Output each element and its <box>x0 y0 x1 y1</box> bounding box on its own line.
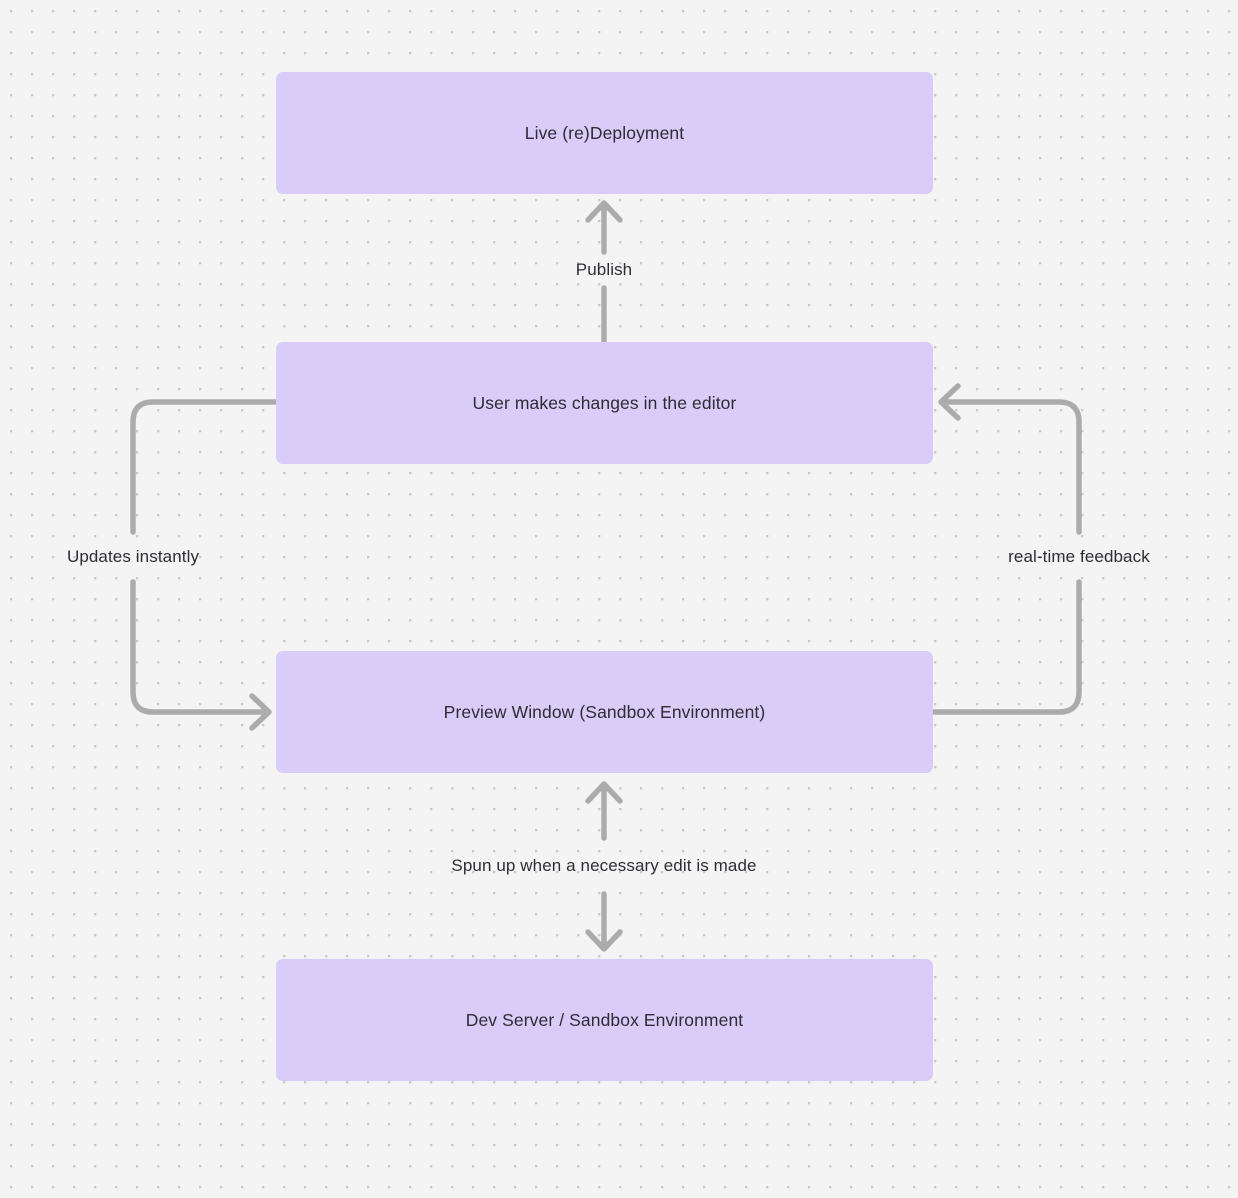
edge-spun-up-arrowhead-down-icon <box>585 929 623 952</box>
node-user-edits[interactable]: User makes changes in the editor <box>276 342 933 464</box>
edge-real-time-feedback-path-upper <box>939 399 1082 535</box>
edge-updates-instantly-path-lower <box>130 579 271 715</box>
node-dev-server-label: Dev Server / Sandbox Environment <box>465 1009 744 1030</box>
edge-label-updates-instantly: Updates instantly <box>66 547 200 566</box>
edge-real-time-feedback-path-lower <box>930 579 1082 715</box>
edge-spun-up-arrowhead-up-icon <box>585 781 623 804</box>
edge-updates-instantly-arrowhead-icon <box>249 693 272 731</box>
edge-updates-instantly-path-upper <box>130 399 279 535</box>
edge-real-time-feedback-arrowhead-icon <box>938 383 961 421</box>
node-preview-window[interactable]: Preview Window (Sandbox Environment) <box>276 651 933 773</box>
edge-publish-arrowhead-icon <box>585 200 623 223</box>
node-user-edits-label: User makes changes in the editor <box>472 392 737 413</box>
node-live-deployment[interactable]: Live (re)Deployment <box>276 72 933 194</box>
node-live-deployment-label: Live (re)Deployment <box>524 122 685 143</box>
node-dev-server[interactable]: Dev Server / Sandbox Environment <box>276 959 933 1081</box>
edge-label-publish: Publish <box>575 260 633 279</box>
node-preview-window-label: Preview Window (Sandbox Environment) <box>443 701 766 722</box>
edge-label-spun-up: Spun up when a necessary edit is made <box>451 856 757 875</box>
edge-label-real-time-feedback: real-time feedback <box>1008 547 1150 566</box>
